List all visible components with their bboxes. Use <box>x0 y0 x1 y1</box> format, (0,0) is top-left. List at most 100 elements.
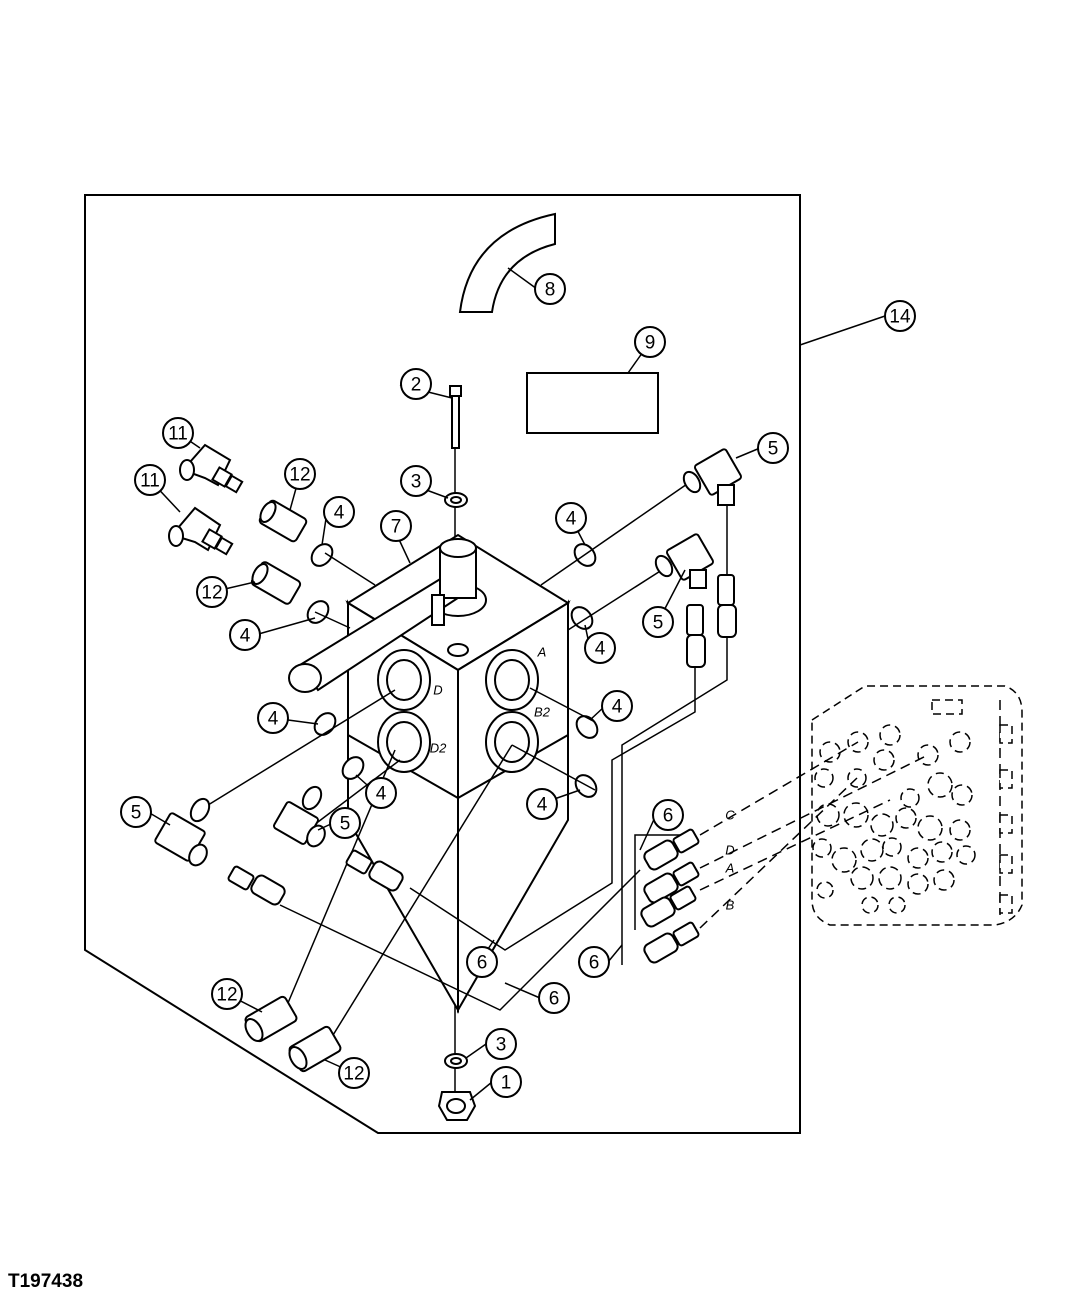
test-port-coupler <box>686 604 706 668</box>
block-port-label-b2: B2 <box>534 705 551 720</box>
callout-12: 12 <box>211 978 243 1010</box>
callout-circle <box>634 326 666 358</box>
callout-circle <box>652 799 684 831</box>
test-port-coupler <box>643 861 700 904</box>
callout-circle <box>329 807 361 839</box>
valve-handle <box>288 538 477 693</box>
callout-circle <box>534 273 566 305</box>
callout-6: 6 <box>652 799 684 831</box>
callout-6: 6 <box>578 946 610 978</box>
elbow-fitting-11-upper <box>179 443 244 494</box>
callout-circle <box>338 1057 370 1089</box>
callout-circle <box>757 432 789 464</box>
callout-4: 4 <box>323 496 355 528</box>
callout-circle <box>578 946 610 978</box>
callout-circle <box>538 982 570 1014</box>
callout-number: 7 <box>391 517 402 538</box>
callout-number: 4 <box>566 509 577 530</box>
callout-4: 4 <box>526 788 558 820</box>
control-valve-reference <box>811 685 1023 926</box>
callout-1: 1 <box>490 1066 522 1098</box>
callout-5: 5 <box>757 432 789 464</box>
callout-number: 6 <box>549 989 560 1010</box>
callout-circle <box>400 368 432 400</box>
o-ring <box>306 600 330 624</box>
straight-fitting-12 <box>288 1025 342 1073</box>
callout-number: 5 <box>768 439 779 460</box>
callout-number: 12 <box>343 1064 364 1085</box>
callout-5: 5 <box>642 606 674 638</box>
block-port-label-d: D <box>433 683 442 698</box>
elbow-fitting-11-lower <box>168 506 234 556</box>
callout-circle <box>162 417 194 449</box>
callout-number: 4 <box>612 697 623 718</box>
callout-number: 4 <box>595 639 606 660</box>
callout-number: 12 <box>289 465 310 486</box>
o-ring <box>310 543 334 567</box>
callout-number: 6 <box>663 806 674 827</box>
callout-6: 6 <box>538 982 570 1014</box>
callout-circle <box>134 464 166 496</box>
elbow-fitting-5 <box>154 797 211 867</box>
test-port-coupler <box>227 865 286 906</box>
block-port-label-a: A <box>537 645 547 660</box>
straight-fitting-12 <box>250 561 302 605</box>
callout-number: 1 <box>501 1073 512 1094</box>
callout-number: 4 <box>376 784 387 805</box>
o-ring <box>570 606 594 630</box>
callout-12: 12 <box>196 576 228 608</box>
callout-number: 14 <box>889 307 911 328</box>
test-port-coupler <box>643 921 700 964</box>
callout-circle <box>584 632 616 664</box>
callout-2: 2 <box>400 368 432 400</box>
callout-number: 11 <box>140 471 160 492</box>
callout-number: 5 <box>131 803 142 824</box>
assembly-group-outline <box>84 194 801 1134</box>
callout-12: 12 <box>284 458 316 490</box>
callout-4: 4 <box>229 619 261 651</box>
elbow-fitting-5 <box>654 533 714 589</box>
test-port-coupler <box>717 574 737 638</box>
callout-3: 3 <box>485 1028 517 1060</box>
callout-circle <box>485 1028 517 1060</box>
callout-11: 11 <box>134 464 166 496</box>
callout-circle <box>400 465 432 497</box>
figure-id: T197438 <box>8 1271 84 1292</box>
callout-9: 9 <box>634 326 666 358</box>
callout-circle <box>555 502 587 534</box>
washer-top-hole <box>450 496 462 504</box>
callout-4: 4 <box>257 702 289 734</box>
callout-circle <box>490 1066 522 1098</box>
callout-5: 5 <box>120 796 152 828</box>
bolt <box>449 385 462 449</box>
washer-bottom-hole <box>450 1057 462 1065</box>
callout-4: 4 <box>365 777 397 809</box>
callout-circle <box>229 619 261 651</box>
callout-number: 12 <box>216 985 237 1006</box>
callout-number: 8 <box>545 280 556 301</box>
callout-number: 4 <box>268 709 279 730</box>
straight-fitting-12 <box>244 995 298 1043</box>
callout-number: 5 <box>340 814 351 835</box>
callout-circle <box>380 510 412 542</box>
callout-circle <box>196 576 228 608</box>
callout-3: 3 <box>400 465 432 497</box>
label-plate <box>526 372 659 434</box>
assembly-lines <box>199 481 728 1041</box>
callout-4: 4 <box>584 632 616 664</box>
callout-5: 5 <box>329 807 361 839</box>
callout-number: 6 <box>477 953 488 974</box>
nut <box>437 1091 477 1121</box>
callout-number: 4 <box>537 795 548 816</box>
test-port-coupler <box>643 828 700 871</box>
callout-number: 3 <box>496 1035 507 1056</box>
callout-number: 2 <box>411 375 422 396</box>
callout-6: 6 <box>466 946 498 978</box>
callout-number: 11 <box>168 424 188 445</box>
callout-circle <box>884 300 916 332</box>
callout-circle <box>211 978 243 1010</box>
valve-block <box>345 533 571 1014</box>
callout-circle <box>526 788 558 820</box>
